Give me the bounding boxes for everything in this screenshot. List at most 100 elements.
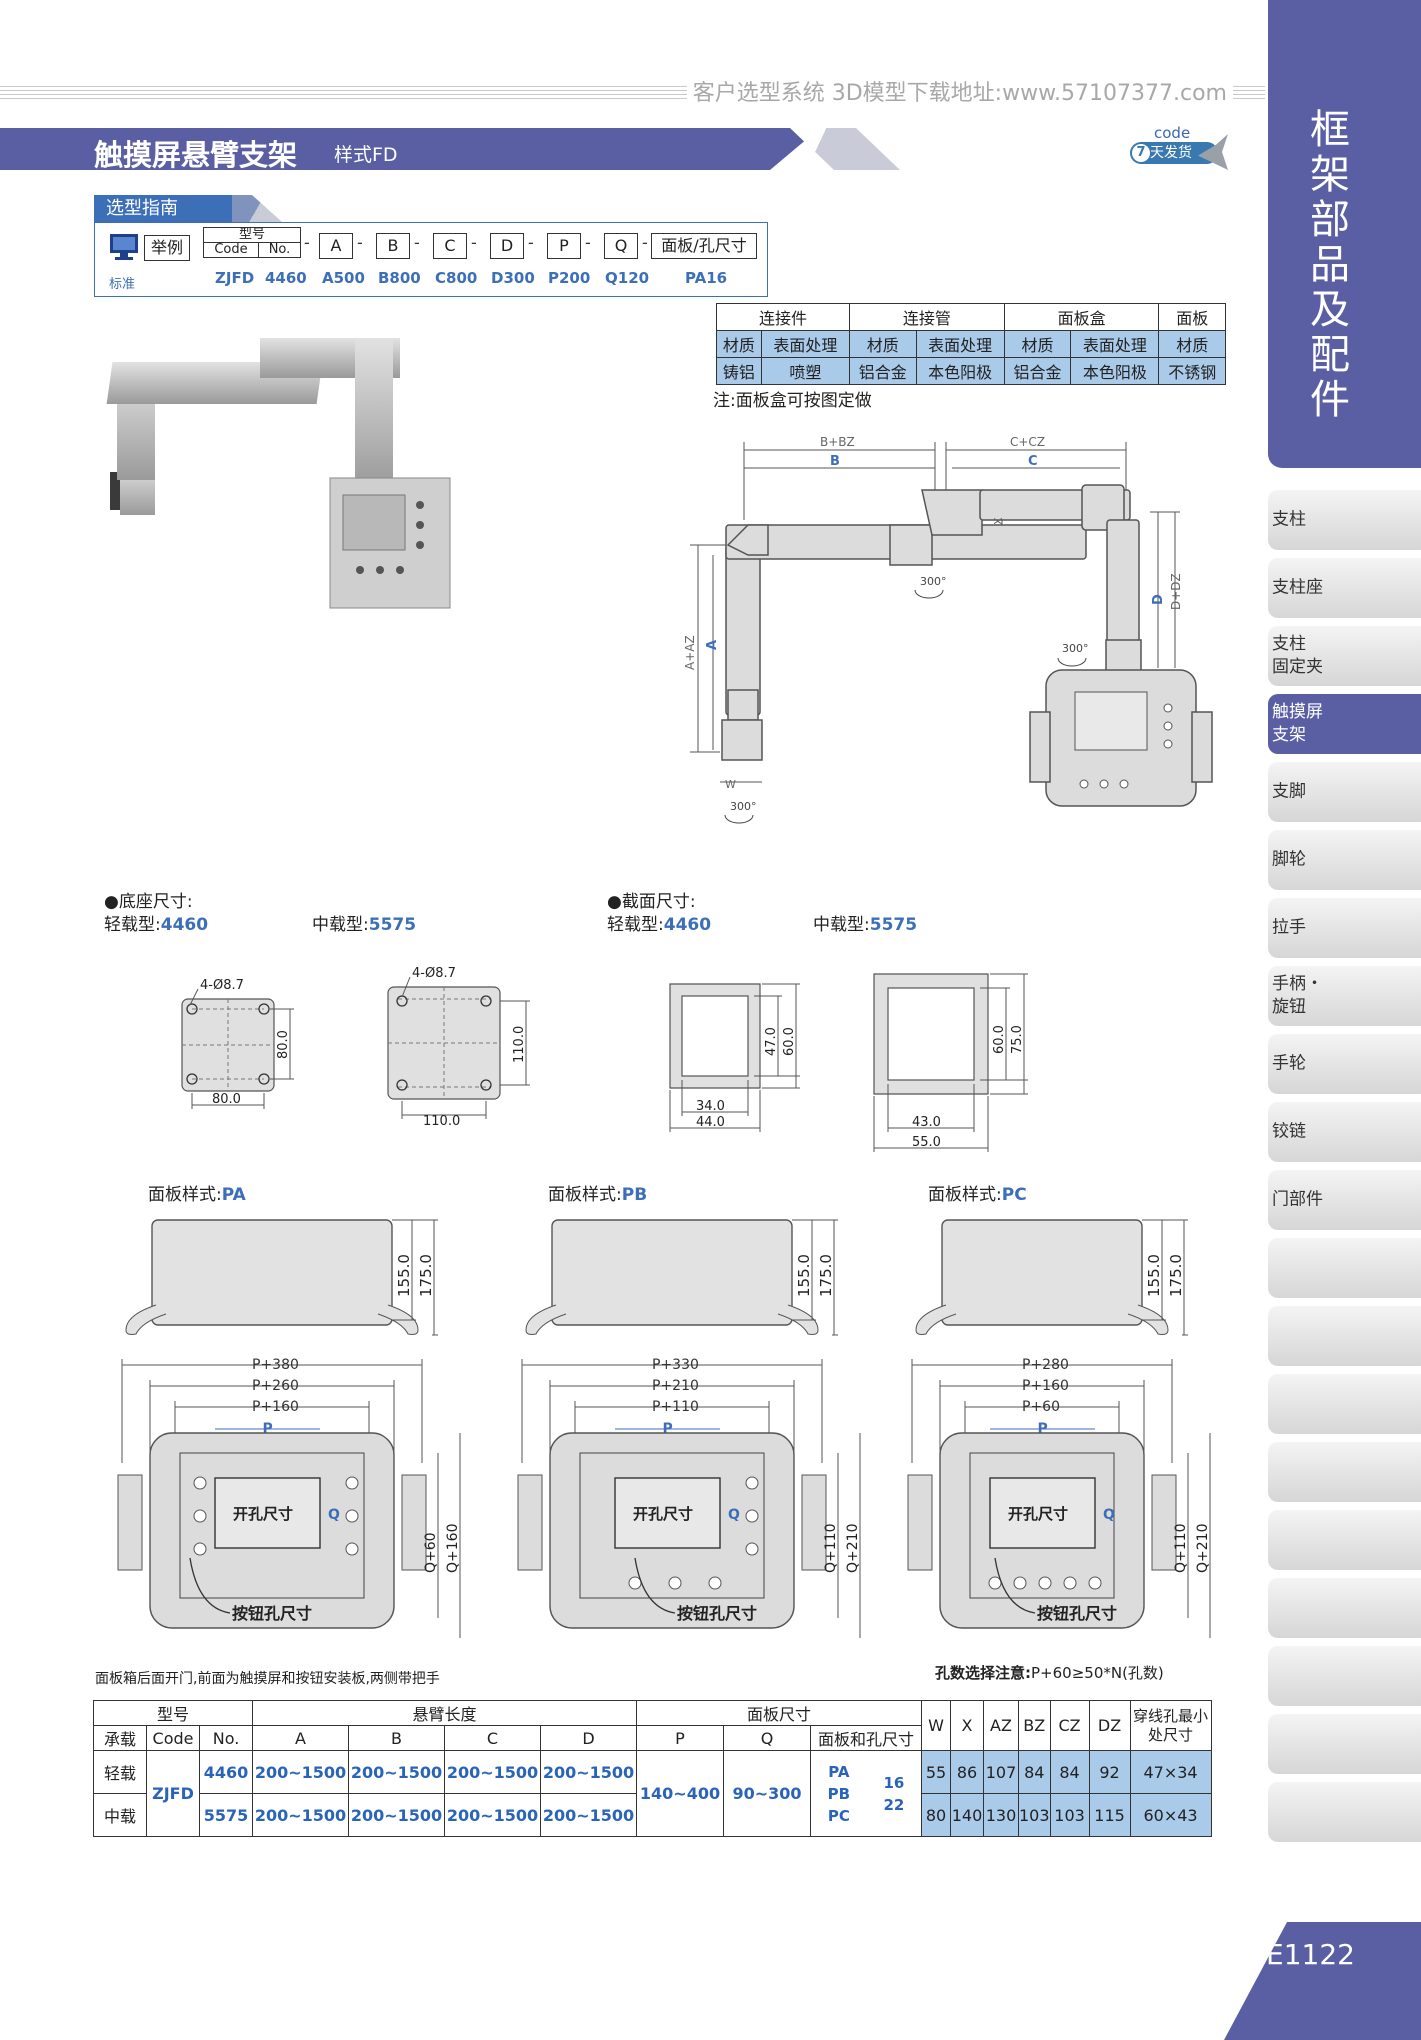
base-drawings: 4-Ø8.7 4-Ø8.7 80.0 80.0 110.0 110.0 <box>181 966 530 1129</box>
spec-header-c: C <box>444 1725 541 1751</box>
hole-rule-formula: P+60≥50*N(孔数) <box>1031 1664 1164 1682</box>
panel-button-hole <box>345 1509 359 1523</box>
section-medium-label: 中载型: <box>813 915 870 935</box>
material-cell: 喷塑 <box>760 357 851 385</box>
panel-handle <box>907 1474 933 1571</box>
side-tab[interactable]: 触摸屏 支架 <box>1268 694 1421 754</box>
guide-value-panel: PA16 <box>685 269 728 287</box>
base-light-label: 轻载型: <box>104 915 161 935</box>
arm-label-rotation: 300° <box>920 575 947 588</box>
guide-param-a: A <box>319 233 353 259</box>
material-cell: 材质 <box>1158 330 1226 358</box>
selection-guide-label: 选型指南 <box>106 198 178 219</box>
side-tab-label: 手轮 <box>1272 1053 1306 1074</box>
side-tab[interactable] <box>1268 1714 1421 1774</box>
material-note: 注:面板盒可按图定做 <box>713 391 872 411</box>
side-tab[interactable] <box>1268 1578 1421 1638</box>
panel-cutout <box>614 1477 721 1549</box>
side-tab[interactable] <box>1268 1646 1421 1706</box>
base-light: 轻载型:4460 <box>104 910 208 935</box>
material-cell: 表面处理 <box>1070 330 1160 358</box>
side-tab[interactable]: 手轮 <box>1268 1034 1421 1094</box>
panel-p-label: P <box>263 1421 273 1437</box>
panel-button-hole <box>745 1542 759 1556</box>
panel-inner-frame <box>579 1452 765 1599</box>
material-header: 连接管 <box>849 303 1005 331</box>
spec-header-p: P <box>636 1725 724 1751</box>
arm-label-c: C <box>1028 454 1038 469</box>
guide-value-p: P200 <box>548 269 591 287</box>
guide-dash: - <box>471 233 477 252</box>
side-tab[interactable] <box>1268 1374 1421 1434</box>
leader-line <box>189 1557 231 1614</box>
spec-header-model: 型号 <box>93 1700 253 1726</box>
side-tab[interactable]: 手柄・ 旋钮 <box>1268 966 1421 1026</box>
spec-header-bz: BZ <box>1018 1700 1051 1751</box>
side-tab[interactable]: 支脚 <box>1268 762 1421 822</box>
arm-label-d: D <box>1151 594 1166 605</box>
panel-button-label: 按钮孔尺寸 <box>1037 1604 1117 1623</box>
base-light-value: 4460 <box>160 915 209 935</box>
spec-table: 型号 悬臂长度 面板尺寸 W X AZ BZ CZ DZ 穿线孔最小处尺寸 承载… <box>93 1700 1212 1837</box>
side-tab[interactable]: 支柱 <box>1268 490 1421 550</box>
side-tab[interactable]: 铰链 <box>1268 1102 1421 1162</box>
panel-width-3: P+110 <box>652 1399 699 1415</box>
spec-range-b: 200~1500 <box>348 1750 445 1794</box>
panel-button-label: 按钮孔尺寸 <box>232 1604 312 1623</box>
base-medium-value: 5575 <box>368 915 417 935</box>
spec-range-b: 200~1500 <box>348 1793 445 1837</box>
spec-az: 130 <box>983 1793 1019 1837</box>
panel-q-dim-2: Q+210 <box>1195 1524 1211 1573</box>
arm-label-d-dz: D+DZ <box>1169 573 1183 610</box>
page-number-box: E1122 <box>1224 1922 1421 2040</box>
side-tab[interactable] <box>1268 1782 1421 1842</box>
title-bar: 触摸屏悬臂支架 样式FD <box>0 128 770 172</box>
panel-button-hole <box>745 1476 759 1490</box>
guide-dash: - <box>304 233 310 252</box>
panel-button-hole <box>1013 1576 1027 1590</box>
spec-range-c: 200~1500 <box>444 1793 541 1837</box>
arm-label-c-cz: C+CZ <box>1010 435 1045 449</box>
base-hole-small: 4-Ø8.7 <box>200 978 244 993</box>
side-tab[interactable] <box>1268 1442 1421 1502</box>
side-tab[interactable] <box>1268 1510 1421 1570</box>
spec-panel-hole: PA PB PC 16 22 <box>810 1750 922 1837</box>
panel-side-height-1: 155.0 <box>395 1254 413 1297</box>
panel-side-height-2: 175.0 <box>1167 1254 1185 1297</box>
section-light: 轻载型:4460 <box>607 910 711 935</box>
spec-header-no: No. <box>199 1725 253 1751</box>
side-tab-label: 脚轮 <box>1272 849 1306 870</box>
side-tab[interactable]: 支柱 固定夹 <box>1268 626 1421 686</box>
material-cell: 不锈钢 <box>1158 357 1226 385</box>
header-url-text[interactable]: 客户选型系统 3D模型下载地址:www.57107377.com <box>686 80 1233 108</box>
badge-pill: 天发货 <box>1130 142 1218 164</box>
panel-p-label: P <box>1038 1421 1048 1437</box>
side-tab[interactable]: 拉手 <box>1268 898 1421 958</box>
side-tab[interactable] <box>1268 1306 1421 1366</box>
panel-cutout <box>989 1477 1096 1549</box>
side-category-text: 框架部品及配件 <box>1310 107 1350 423</box>
page-number: E1122 <box>1266 1938 1355 1971</box>
panel-handle <box>401 1474 427 1571</box>
side-tab[interactable]: 支柱座 <box>1268 558 1421 618</box>
panel-button-hole <box>1038 1576 1052 1590</box>
spec-range-a: 200~1500 <box>252 1750 349 1794</box>
material-cell: 铝合金 <box>849 357 917 385</box>
side-tab[interactable]: 脚轮 <box>1268 830 1421 890</box>
side-tab[interactable] <box>1268 1238 1421 1298</box>
panel-side-handle <box>125 1304 167 1335</box>
panel-button-label: 按钮孔尺寸 <box>677 1604 757 1623</box>
guide-dash: - <box>528 233 534 252</box>
spec-w: 80 <box>921 1793 951 1837</box>
spec-panel-type: PA <box>828 1762 850 1781</box>
side-tab[interactable]: 门部件 <box>1268 1170 1421 1230</box>
spec-panel-type: PC <box>827 1806 850 1825</box>
panel-button-hole <box>193 1542 207 1556</box>
delivery-badge: code 天发货 7 <box>1128 124 1228 176</box>
spec-cz: 84 <box>1049 1750 1090 1794</box>
guide-panel-label: 面板/孔尺寸 <box>651 233 757 259</box>
spec-header-w: W <box>921 1700 951 1751</box>
spec-w: 55 <box>921 1750 951 1794</box>
monitor-icon <box>110 234 138 260</box>
guide-value-c: C800 <box>435 269 478 287</box>
